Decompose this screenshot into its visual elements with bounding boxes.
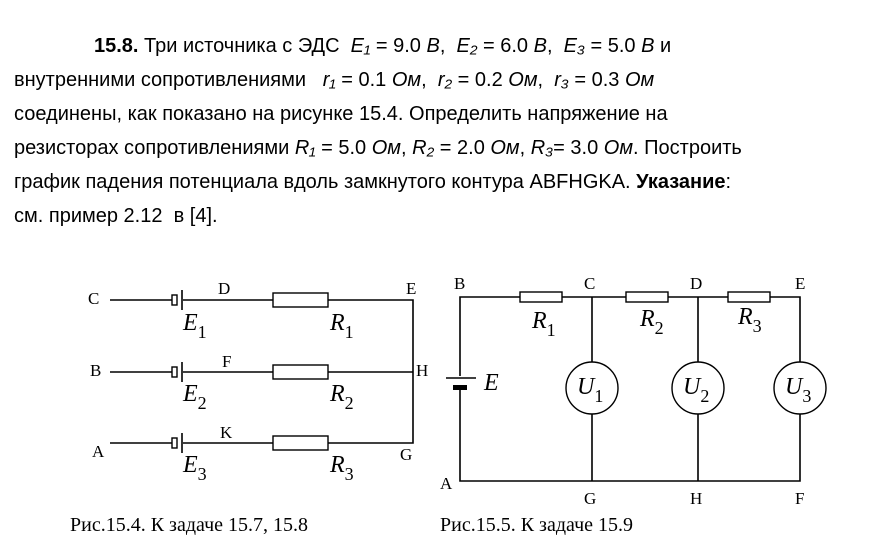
voltmeter-u3-icon	[773, 361, 827, 415]
label-e2: E2	[182, 381, 207, 413]
label-e3: E3	[182, 452, 207, 484]
label-r3: R3	[329, 452, 354, 484]
text-segment: = 0.1	[335, 69, 392, 91]
text-segment: Ом	[490, 137, 520, 159]
text-segment: внутренними сопротивлениями	[14, 69, 323, 91]
resistor-r2-icon	[272, 364, 329, 380]
voltmeter-u1-icon	[565, 361, 619, 415]
node-a: A	[92, 442, 105, 461]
text-segment: r₁	[322, 69, 336, 91]
node-a: A	[440, 474, 453, 493]
text-segment: = 0.2	[452, 69, 509, 91]
text-segment: Ом	[624, 69, 655, 91]
text-segment: = 5.0	[315, 137, 372, 159]
text-segment: ,	[421, 69, 438, 91]
text-segment: = 5.0	[584, 35, 642, 57]
node-d: D	[690, 274, 702, 293]
text-segment: R₂	[412, 137, 435, 159]
text-segment: ,	[537, 69, 555, 91]
node-c: C	[584, 274, 595, 293]
text-segment: Указание	[636, 171, 726, 193]
text-segment: E₃	[563, 35, 585, 57]
text-segment: ,	[401, 137, 413, 159]
node-d: D	[218, 279, 230, 298]
text-segment: Ом	[603, 137, 634, 159]
voltmeter-u2-icon	[671, 361, 725, 415]
resistor-r3-icon	[272, 435, 329, 451]
node-g: G	[400, 445, 412, 464]
node-e: E	[406, 279, 416, 298]
text-segment: ,	[439, 35, 457, 57]
text-segment: . Построить	[633, 137, 742, 159]
caption-fig-15-5: Рис.15.5. К задаче 15.9	[440, 514, 633, 536]
figure-15-5: U1 U2 U3 R1 R2 R3 E B C D E A G H F Рис.…	[440, 274, 827, 536]
text-segment: R₁	[294, 137, 316, 159]
text-segment: E₁	[350, 35, 371, 57]
text-line: внутренними сопротивлениями r₁ = 0.1 Ом,…	[14, 63, 874, 97]
text-segment: В	[426, 35, 440, 57]
node-f: F	[795, 489, 804, 508]
figure-15-4: C D E B F H A K G E1 E2 E3 R1 R2 R3 Рис.…	[70, 279, 428, 536]
label-e1: E1	[182, 310, 207, 342]
text-segment: Ом	[391, 69, 422, 91]
text-segment: В	[641, 35, 655, 57]
resistor-r1-icon	[272, 292, 329, 308]
text-segment: соединены, как показано на рисунке 15.4.…	[14, 103, 668, 125]
text-line: соединены, как показано на рисунке 15.4.…	[14, 97, 874, 131]
source-e-icon	[446, 376, 476, 390]
resistor-r1-icon	[519, 291, 563, 303]
node-b: B	[454, 274, 465, 293]
text-segment: ,	[546, 35, 564, 57]
text-segment: = 3.0	[553, 137, 604, 159]
label-e: E	[483, 370, 499, 396]
text-segment: 15.8.	[94, 35, 139, 57]
text-segment: Три источника с ЭДС	[138, 35, 351, 57]
node-h: H	[690, 489, 702, 508]
label-r2: R2	[639, 306, 664, 338]
text-segment: r₂	[437, 69, 453, 91]
text-line: см. пример 2.12 в [4].	[14, 199, 874, 233]
label-r3: R3	[737, 304, 762, 336]
text-segment: резисторах сопротивлениями	[14, 137, 295, 159]
text-segment: E₂	[456, 35, 478, 57]
text-segment: :	[725, 171, 732, 193]
text-segment: ,	[519, 137, 531, 159]
text-segment: R₃	[530, 137, 554, 159]
node-e: E	[795, 274, 805, 293]
node-f: F	[222, 352, 231, 371]
text-segment: В	[533, 35, 547, 57]
problem-text: 15.8. Три источника с ЭДС E₁ = 9.0 В, E₂…	[14, 29, 874, 233]
label-r1: R1	[531, 308, 556, 340]
text-segment: см. пример 2.12 в [4].	[14, 205, 218, 227]
resistor-r3-icon	[727, 291, 771, 303]
node-g: G	[584, 489, 596, 508]
source-e1-icon	[171, 290, 183, 310]
text-segment: Ом	[371, 137, 402, 159]
text-segment: Ом	[508, 69, 538, 91]
node-b: B	[90, 361, 101, 380]
text-segment: = 6.0	[477, 35, 534, 57]
node-k: K	[220, 423, 233, 442]
text-segment: = 9.0	[370, 35, 427, 57]
text-line: резисторах сопротивлениями R₁ = 5.0 Ом, …	[14, 131, 874, 165]
text-segment: = 2.0	[434, 137, 491, 159]
text-segment: r₃	[554, 69, 569, 91]
text-segment: и	[654, 35, 672, 57]
source-e2-icon	[171, 362, 183, 382]
text-segment: график падения потенциала вдоль замкнуто…	[14, 171, 637, 193]
label-u3: U3	[785, 374, 811, 406]
label-u1: U1	[577, 374, 603, 406]
caption-fig-15-4: Рис.15.4. К задаче 15.7, 15.8	[70, 514, 308, 536]
label-u2: U2	[683, 374, 709, 406]
text-line: 15.8. Три источника с ЭДС E₁ = 9.0 В, E₂…	[14, 29, 874, 63]
node-c: C	[88, 289, 99, 308]
resistor-r2-icon	[625, 291, 669, 303]
text-line: график падения потенциала вдоль замкнуто…	[14, 165, 874, 199]
source-e3-icon	[171, 433, 183, 453]
label-r1: R1	[329, 310, 354, 342]
node-h: H	[416, 361, 428, 380]
text-segment: = 0.3	[568, 69, 625, 91]
label-r2: R2	[329, 381, 354, 413]
